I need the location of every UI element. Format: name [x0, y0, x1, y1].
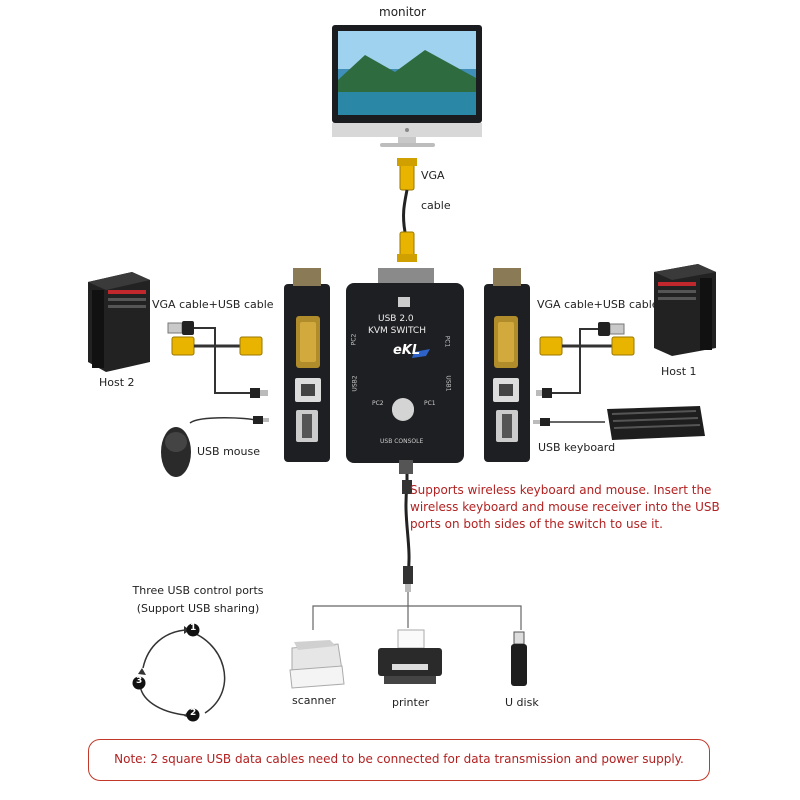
- host-2-label: Host 2: [99, 376, 135, 389]
- host-2-computer-icon: [88, 272, 150, 372]
- u-disk-icon: [511, 631, 527, 686]
- step-2-marker: [186, 708, 200, 722]
- power-note-text: Note: 2 square USB data cables need to b…: [114, 752, 684, 766]
- switch-usb2-port-label: USB2: [351, 375, 359, 392]
- vga-label: VGA: [421, 169, 445, 182]
- usb-keyboard-icon: [533, 406, 705, 440]
- switch-left-side-panel: [284, 268, 330, 462]
- switch-model-line1: USB 2.0: [378, 314, 414, 324]
- switch-toggle-button[interactable]: [392, 398, 414, 420]
- control-ports-line1: Three USB control ports: [132, 584, 264, 597]
- step-1-marker: [186, 623, 200, 637]
- vga-usb-cable-right-label: VGA cable+USB cable: [537, 298, 659, 311]
- device-tree-lines: [312, 592, 522, 630]
- monitor-icon: [332, 25, 482, 147]
- printer-icon: [378, 629, 442, 684]
- scanner-label: scanner: [292, 694, 336, 707]
- switch-usb-console-label: USB CONSOLE: [380, 438, 424, 445]
- host-1-computer-icon: [654, 264, 716, 356]
- usb-control-cycle: [132, 623, 226, 722]
- printer-label: printer: [392, 696, 430, 709]
- control-ports-line2: (Support USB sharing): [136, 602, 260, 615]
- monitor-label: monitor: [379, 5, 426, 19]
- host-1-label: Host 1: [661, 365, 697, 378]
- step-3-number: 3: [136, 676, 143, 686]
- usb-mouse-label: USB mouse: [197, 445, 260, 458]
- console-usb-cable: [402, 474, 413, 592]
- power-note-box: Note: 2 square USB data cables need to b…: [88, 739, 710, 781]
- usb-keyboard-label: USB keyboard: [538, 441, 616, 454]
- switch-brand-logo: eKL: [393, 343, 421, 358]
- switch-pc2-button-label: PC2: [372, 400, 384, 407]
- u-disk-label: U disk: [505, 696, 539, 709]
- switch-pc1-button-label: PC1: [424, 400, 436, 407]
- switch-pc2-port-label: PC2: [350, 333, 358, 346]
- cable-label: cable: [421, 199, 451, 212]
- host-1-cables: [536, 322, 635, 398]
- switch-model-line2: KVM SWITCH: [368, 326, 426, 336]
- wireless-support-description: Supports wireless keyboard and mouse. In…: [410, 483, 720, 531]
- vga-usb-cable-left-label: VGA cable+USB cable: [152, 298, 274, 311]
- step-2-number: 2: [190, 708, 197, 718]
- host-2-cables: [167, 321, 268, 398]
- usb-control-ports-caption: Three USB control ports (Support USB sha…: [108, 582, 288, 618]
- vga-cable-icon: [397, 158, 417, 262]
- switch-right-side-panel: [484, 268, 530, 462]
- step-3-marker: [132, 676, 146, 690]
- usb-mouse-icon: [161, 416, 269, 477]
- switch-pc1-port-label: PC1: [443, 335, 451, 348]
- step-1-number: 1: [190, 623, 197, 633]
- scanner-icon: [289, 640, 345, 689]
- switch-usb1-port-label: USB1: [444, 375, 452, 392]
